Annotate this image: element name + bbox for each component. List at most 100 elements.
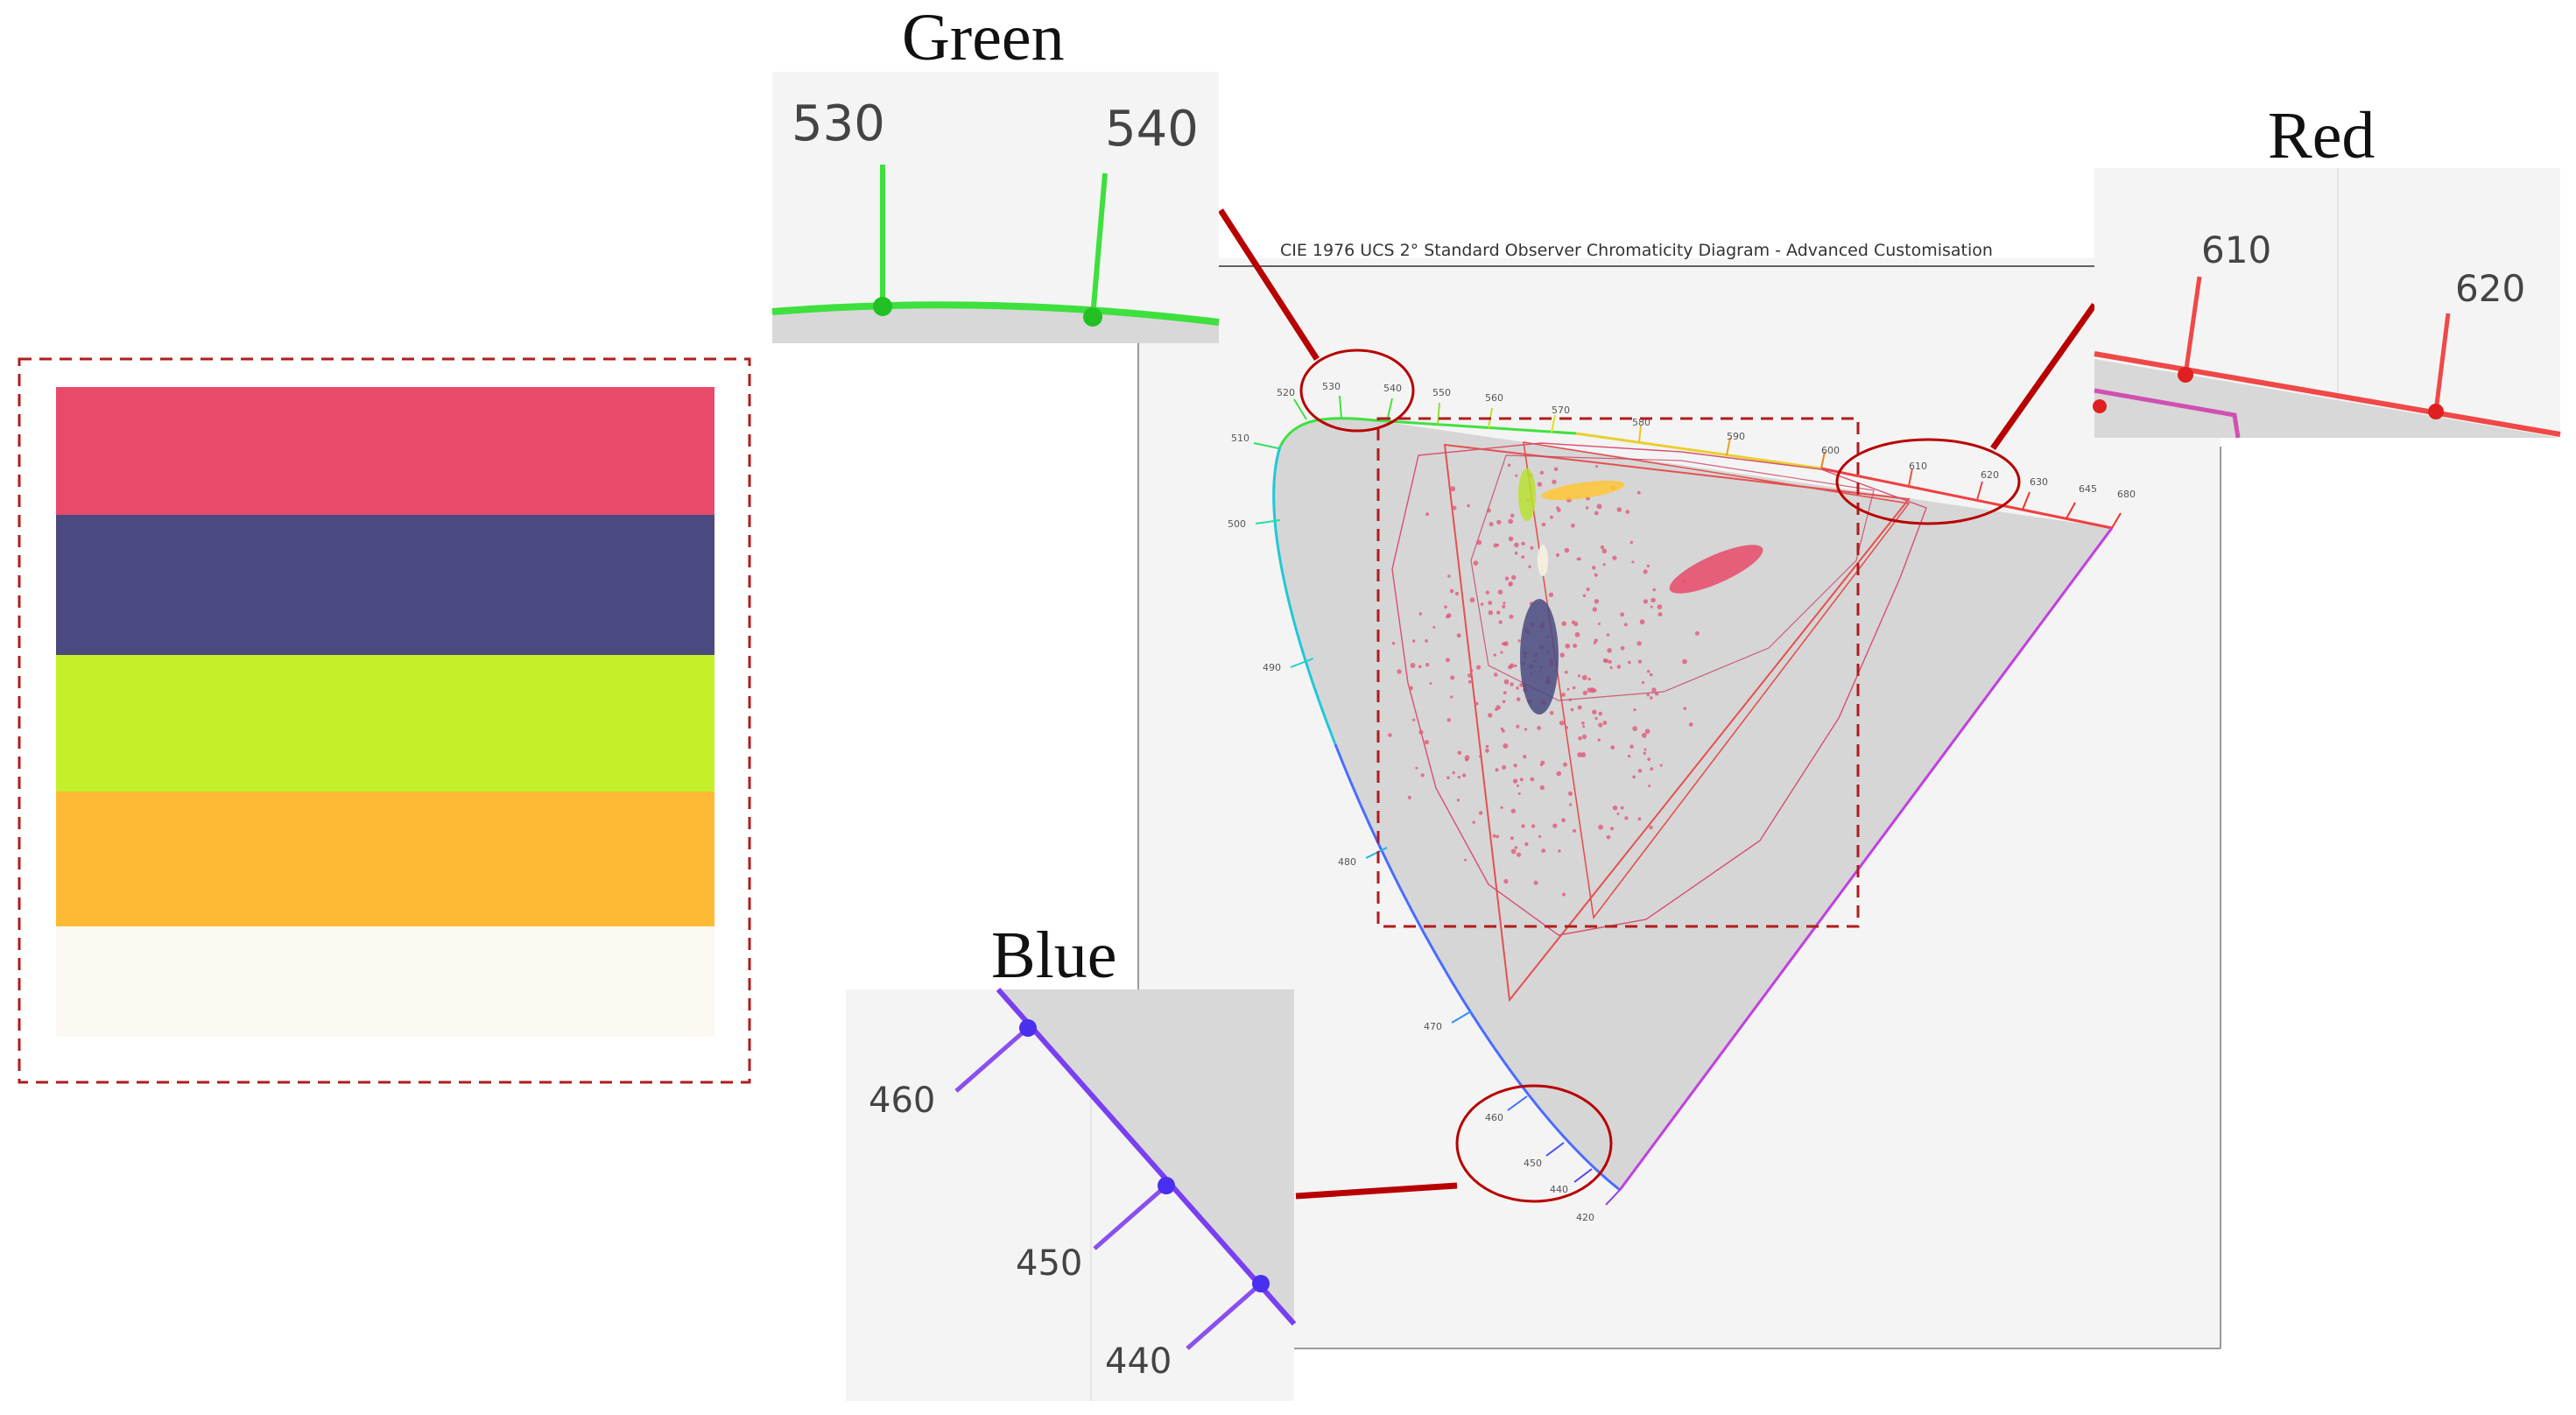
sample-point — [1489, 522, 1494, 527]
sample-point — [1628, 660, 1631, 665]
tick-620 — [1976, 481, 1983, 501]
sample-point — [1469, 597, 1475, 603]
sample-point — [1643, 599, 1649, 604]
sample-point — [1397, 669, 1402, 674]
wl-label-460: 460 — [1485, 1112, 1503, 1123]
wl-label-570: 570 — [1552, 405, 1570, 416]
sample-point — [1594, 599, 1600, 604]
sample-point — [1524, 841, 1529, 847]
sample-point — [1514, 551, 1518, 555]
sample-point — [1632, 775, 1636, 779]
sample-point — [1616, 665, 1622, 669]
wavelength-ticks — [1253, 395, 2122, 1206]
sample-point — [1659, 764, 1663, 767]
red-inset-gamut-edge — [2094, 388, 2241, 439]
wl-label-520: 520 — [1277, 387, 1295, 398]
green-inset-background — [772, 72, 1219, 343]
sample-point — [1496, 519, 1502, 524]
sample-point — [1502, 729, 1505, 733]
sample-point — [1564, 547, 1570, 553]
sample-point — [1580, 752, 1587, 757]
sample-point — [1503, 743, 1509, 749]
sample-point — [1570, 708, 1574, 712]
sample-point — [1641, 732, 1647, 738]
sample-point — [1461, 773, 1467, 778]
sample-point — [1418, 729, 1424, 735]
blue-sample-cluster — [1520, 599, 1559, 715]
zoom-dashed-box — [1376, 417, 1860, 928]
red-inset-dot-edge — [2093, 399, 2107, 413]
chromaticity-diagram: CIE 1976 UCS 2° Standard Observer Chroma… — [1137, 241, 2221, 1349]
tick-610 — [1908, 468, 1913, 487]
sample-point — [1595, 465, 1599, 468]
tick-645 — [2066, 502, 2076, 519]
tick-450 — [1545, 1142, 1565, 1157]
blue-inset-label-460: 460 — [869, 1081, 935, 1121]
sample-point — [1432, 625, 1436, 629]
blue-inset-tick-440 — [1186, 1282, 1263, 1350]
blue-inset-label-450: 450 — [1016, 1243, 1082, 1284]
sample-point — [1420, 773, 1425, 778]
sample-point — [1486, 508, 1491, 513]
sample-point — [1446, 718, 1452, 722]
sample-point — [1582, 690, 1588, 696]
sample-point — [1503, 691, 1507, 695]
sample-point — [1650, 597, 1656, 603]
sample-point — [1429, 682, 1432, 685]
sample-point — [1629, 744, 1634, 749]
green-inset-label-540: 540 — [1105, 101, 1199, 158]
sample-point — [1646, 693, 1650, 697]
sample-point — [1446, 613, 1452, 618]
sample-point — [1444, 605, 1447, 609]
spectral-locus-red-edge — [1820, 467, 2113, 530]
sample-point — [1537, 726, 1542, 730]
sample-point — [1445, 658, 1450, 663]
tick-470 — [1451, 1010, 1472, 1024]
wl-label-500: 500 — [1228, 518, 1246, 530]
sample-point — [1454, 591, 1460, 596]
blue-inset-locus — [996, 988, 1297, 1326]
sample-point — [1504, 576, 1510, 581]
sample-point — [1644, 729, 1650, 735]
sample-point — [1500, 806, 1503, 809]
sample-point — [1541, 522, 1546, 527]
tick-500 — [1255, 519, 1281, 524]
blue-highlight-ellipse — [1455, 1084, 1613, 1203]
sample-point — [1587, 677, 1591, 681]
red-zoom-inset: Red 610 620 — [2093, 99, 2561, 439]
sample-point — [1569, 803, 1573, 806]
sample-point — [1511, 574, 1517, 581]
sample-point — [1509, 614, 1514, 619]
sample-point — [1602, 563, 1606, 567]
sample-point — [1578, 736, 1582, 741]
sample-point — [1571, 523, 1575, 528]
sample-point — [1592, 709, 1597, 715]
sample-point — [1418, 665, 1422, 669]
sample-point — [1625, 510, 1630, 514]
sample-point — [1582, 594, 1587, 598]
spectral-locus-blue-edge — [1334, 743, 1621, 1192]
sample-point — [1516, 697, 1521, 701]
sample-point — [1647, 757, 1651, 761]
sample-point — [1447, 574, 1451, 578]
wl-label-645: 645 — [2079, 483, 2097, 495]
green-inset-tick-540 — [1090, 172, 1108, 318]
red-inset-gamut-area — [2094, 359, 2560, 438]
sample-point — [1627, 754, 1631, 758]
red-callout-title: Red — [2268, 99, 2375, 172]
wavelength-labels: 420 440 450 460 470 480 490 500 510 520 … — [1228, 381, 2136, 1223]
sample-point — [1391, 642, 1396, 645]
sample-point — [1457, 750, 1462, 756]
sample-point — [1452, 505, 1457, 510]
tick-600 — [1820, 451, 1826, 469]
sample-point — [1478, 811, 1483, 815]
sample-point — [1643, 751, 1647, 755]
sample-point — [1610, 827, 1615, 831]
wl-label-440: 440 — [1550, 1184, 1568, 1195]
sample-point — [1577, 752, 1582, 757]
sample-point — [1636, 641, 1642, 646]
sample-point — [1559, 720, 1565, 726]
sample-point — [1497, 589, 1503, 595]
blue-inset-dot-460 — [1019, 1019, 1037, 1037]
sample-point — [1539, 785, 1545, 791]
